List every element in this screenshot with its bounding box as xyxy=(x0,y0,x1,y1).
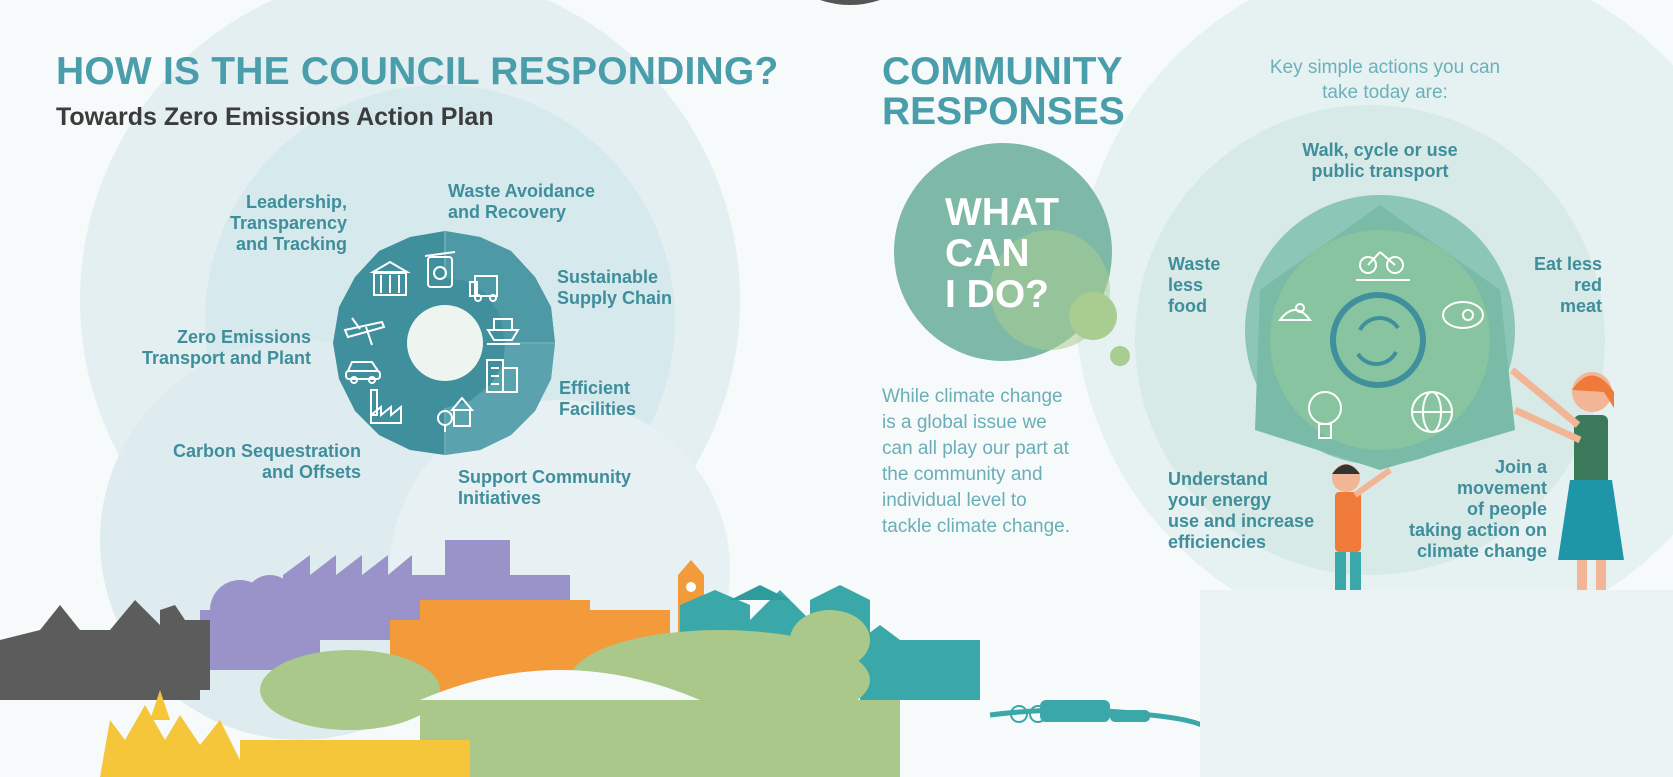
yellow-trees xyxy=(100,690,470,777)
government-building-icon xyxy=(369,260,411,296)
refresh-cycle-icon xyxy=(1330,292,1426,388)
city-skyline xyxy=(0,540,1212,777)
label-line: Transport and Plant xyxy=(141,348,311,368)
label-line: Leadership, xyxy=(245,192,347,212)
label-line: Support Community xyxy=(458,467,631,487)
action-line: movement xyxy=(1456,478,1547,498)
what-can-i-do-bubble xyxy=(894,143,1130,366)
action-understand-energy: Understand your energy use and increase … xyxy=(1168,469,1314,553)
globe-hands-icon xyxy=(1411,391,1453,433)
heading-line: RESPONSES xyxy=(882,90,1125,133)
paragraph-line: the community and xyxy=(882,464,1043,485)
action-line: taking action on xyxy=(1408,520,1547,540)
action-walk-cycle: Walk, cycle or use public transport xyxy=(1255,140,1505,182)
paragraph-line: is a global issue we xyxy=(882,412,1047,433)
action-line: meat xyxy=(1559,296,1602,316)
wheel-icons xyxy=(343,251,520,432)
action-line: efficiencies xyxy=(1168,532,1267,552)
label-carbon-sequestration: Carbon Sequestration and Offsets xyxy=(130,441,361,483)
action-line: public transport xyxy=(1311,161,1449,181)
bubble-line: WHAT xyxy=(945,191,1060,234)
label-line: Transparency xyxy=(229,213,347,233)
action-line: Walk, cycle or use xyxy=(1302,140,1458,160)
food-waste-icon xyxy=(1277,303,1313,321)
paragraph-line: tackle climate change. xyxy=(882,516,1070,537)
intro-line: take today are: xyxy=(1322,82,1448,103)
action-line: food xyxy=(1168,296,1207,316)
council-heading: HOW IS THE COUNCIL RESPONDING? xyxy=(56,50,779,93)
bubble-line: CAN xyxy=(945,232,1030,275)
action-line: of people xyxy=(1467,499,1547,519)
tree-house-icon xyxy=(437,396,475,432)
action-line: your energy xyxy=(1168,490,1272,510)
bubble-line: I DO? xyxy=(945,273,1049,316)
climate-change-paragraph: While climate change is a global issue w… xyxy=(882,384,1112,540)
label-waste-avoidance: Waste Avoidance and Recovery xyxy=(448,181,595,223)
office-building-icon xyxy=(486,359,518,393)
action-line: red xyxy=(1573,275,1602,295)
key-actions-intro: Key simple actions you can take today ar… xyxy=(1230,55,1540,105)
action-line: climate change xyxy=(1416,541,1547,561)
airplane-icon xyxy=(343,317,386,346)
label-line: and Offsets xyxy=(261,462,361,482)
label-line: Zero Emissions xyxy=(176,327,311,347)
label-support-community: Support Community Initiatives xyxy=(458,467,631,509)
action-line: Join a xyxy=(1494,457,1547,477)
label-line: Facilities xyxy=(559,399,637,419)
label-leadership: Leadership, Transparency and Tracking xyxy=(190,192,347,255)
action-line: Eat less xyxy=(1533,254,1602,274)
paragraph-line: While climate change xyxy=(882,386,1063,407)
heading-line: COMMUNITY xyxy=(882,50,1123,93)
electric-car-icon xyxy=(345,361,381,384)
action-waste-less-food: Waste less food xyxy=(1168,254,1220,317)
label-line: and Tracking xyxy=(235,234,347,254)
action-join-movement: Join a movement of people taking action … xyxy=(1370,457,1547,562)
paragraph-line: can all play our part at xyxy=(882,438,1069,459)
label-line: Sustainable xyxy=(557,267,659,287)
action-line: Waste xyxy=(1168,254,1221,274)
dot-pattern xyxy=(1200,590,1673,777)
earth-globe xyxy=(1245,195,1515,470)
label-line: Carbon Sequestration xyxy=(172,441,361,461)
label-zero-emissions-transport: Zero Emissions Transport and Plant xyxy=(100,327,311,369)
action-plan-wheel xyxy=(333,231,555,455)
label-line: Efficient xyxy=(559,378,631,398)
action-eat-less-red-meat: Eat less red meat xyxy=(1500,254,1602,317)
top-arc xyxy=(820,0,880,5)
factory-icon xyxy=(370,389,402,424)
label-line: and Recovery xyxy=(448,202,567,222)
action-line: Understand xyxy=(1168,469,1269,489)
label-line: Waste Avoidance xyxy=(448,181,596,201)
bicycle-icon xyxy=(1356,251,1410,281)
action-line: use and increase xyxy=(1168,511,1315,531)
action-line: less xyxy=(1168,275,1204,295)
truck-icon xyxy=(469,275,498,302)
label-line: Supply Chain xyxy=(557,288,673,308)
intro-line: Key simple actions you can xyxy=(1269,57,1501,78)
paragraph-line: individual level to xyxy=(882,490,1027,511)
steak-icon xyxy=(1442,301,1484,329)
action-plan-subtitle: Towards Zero Emissions Action Plan xyxy=(56,103,494,131)
label-line: Initiatives xyxy=(458,488,542,508)
recycle-bin-icon xyxy=(424,251,456,288)
what-can-i-do-text: WHAT CAN I DO? xyxy=(945,192,1059,315)
community-responses-heading: COMMUNITY RESPONSES xyxy=(882,52,1125,132)
label-sustainable-supply: Sustainable Supply Chain xyxy=(557,267,672,309)
label-efficient-facilities: Efficient Facilities xyxy=(559,378,636,420)
ship-icon xyxy=(486,318,520,345)
lightbulb-icon xyxy=(1308,391,1342,439)
